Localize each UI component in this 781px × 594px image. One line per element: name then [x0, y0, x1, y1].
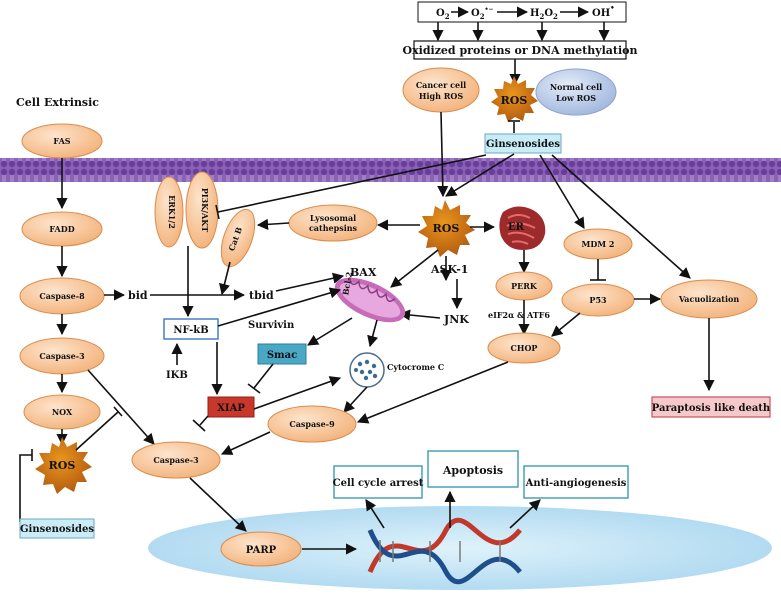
svg-text:MDM 2: MDM 2: [582, 239, 615, 249]
svg-text:H2O2: H2O2: [530, 8, 558, 21]
apoptosis-box: [427, 450, 519, 488]
svg-text:Apoptosis: Apoptosis: [442, 464, 503, 477]
smac-box: [257, 343, 307, 365]
ros-left-burst: ROS: [35, 437, 92, 494]
ros-top-burst: ROS: [491, 76, 538, 122]
cancer-cell-node: [402, 67, 480, 113]
svg-text:ROS: ROS: [433, 222, 460, 235]
cell-cycle-box: [333, 465, 423, 499]
survivin-label: Survivin: [248, 320, 295, 331]
svg-text:NOX: NOX: [52, 407, 73, 417]
svg-text:PERK: PERK: [511, 281, 538, 291]
ros-chain: O2 O2•− H2O2 OH•: [417, 1, 627, 23]
svg-text:ER: ER: [508, 222, 525, 233]
svg-text:NF-kB: NF-kB: [173, 325, 208, 336]
caspase3-center-node: [131, 441, 221, 479]
dna-helix-icon: [367, 517, 522, 585]
catb-node: [220, 208, 256, 268]
antiangio-box: [523, 465, 629, 499]
bid-label: bid: [128, 289, 148, 302]
cytochrome-c-icon: [349, 352, 385, 388]
normal-cell-node: [535, 68, 617, 116]
ginsenosides-top-box: [484, 133, 562, 154]
svg-text:Paraptosis like death: Paraptosis like death: [652, 403, 771, 414]
paraptosis-box: [651, 396, 771, 418]
svg-text:PARP: PARP: [246, 545, 277, 556]
oxidized-box: [413, 40, 627, 60]
svg-text:Normal cell: Normal cell: [550, 82, 602, 92]
ikb-label: IKB: [166, 370, 188, 381]
xiap-box: [207, 396, 255, 418]
svg-text:ROS: ROS: [501, 94, 528, 107]
svg-text:Ginsenosides: Ginsenosides: [20, 524, 94, 535]
pi3k-node: [185, 171, 219, 249]
nfkb-box: [163, 318, 219, 340]
svg-text:FADD: FADD: [49, 224, 74, 234]
p53-node: [561, 283, 635, 317]
caspase9-node: [267, 405, 357, 443]
svg-text:Cell cycle arrest: Cell cycle arrest: [333, 478, 424, 489]
jnk-label: JNK: [443, 313, 469, 326]
ask1-label: ASK-1: [430, 263, 468, 276]
parp-node: [220, 531, 302, 567]
svg-text:FAS: FAS: [53, 136, 70, 146]
svg-text:P53: P53: [589, 295, 607, 305]
tbid-label: tbid: [249, 289, 274, 302]
ginsenosides-left-box: [19, 518, 95, 539]
cell-membrane: [0, 158, 781, 182]
svg-text:ROS: ROS: [49, 459, 76, 472]
cytochrome-label: Cytocrome C: [387, 362, 444, 372]
svg-text:Caspase-8: Caspase-8: [39, 291, 85, 301]
bax-label: BAX: [350, 266, 377, 279]
cell-extrinsic-label: Cell Extrinsic: [16, 96, 99, 109]
svg-text:O2: O2: [436, 8, 450, 21]
svg-text:Caspase-9: Caspase-9: [289, 419, 335, 429]
svg-text:Ginsenosides: Ginsenosides: [486, 139, 560, 150]
svg-text:PI3K/AKT: PI3K/AKT: [200, 188, 210, 232]
erk-node: [154, 176, 184, 248]
svg-text:Lysosomal: Lysosomal: [310, 213, 356, 223]
ros-center-burst: ROS: [418, 200, 475, 257]
svg-text:CHOP: CHOP: [511, 343, 538, 353]
svg-text:Caspase-3: Caspase-3: [39, 351, 85, 361]
svg-text:XIAP: XIAP: [217, 403, 245, 414]
chop-node: [487, 332, 561, 364]
svg-text:O2•−: O2•−: [471, 6, 493, 21]
oxidized-label: Oxidized proteins or DNA methylation: [403, 44, 638, 57]
svg-text:OH•: OH•: [592, 3, 615, 19]
svg-text:High ROS: High ROS: [419, 91, 463, 101]
svg-text:cathepsins: cathepsins: [309, 223, 358, 233]
svg-text:Smac: Smac: [267, 350, 297, 361]
svg-text:Low ROS: Low ROS: [556, 93, 596, 103]
eif2-label: eIF2α & ATF6: [488, 310, 550, 320]
svg-text:Anti-angiogenesis: Anti-angiogenesis: [525, 478, 627, 489]
svg-text:Vacuolization: Vacuolization: [678, 294, 740, 304]
mitochondria-icon: [334, 277, 406, 323]
svg-text:Caspase-3: Caspase-3: [153, 455, 199, 465]
bcl2-label: Bcl-2: [340, 271, 354, 296]
svg-text:Cancer cell: Cancer cell: [416, 80, 466, 90]
er-icon: ER: [499, 206, 546, 250]
svg-text:ERK1/2: ERK1/2: [167, 195, 177, 229]
